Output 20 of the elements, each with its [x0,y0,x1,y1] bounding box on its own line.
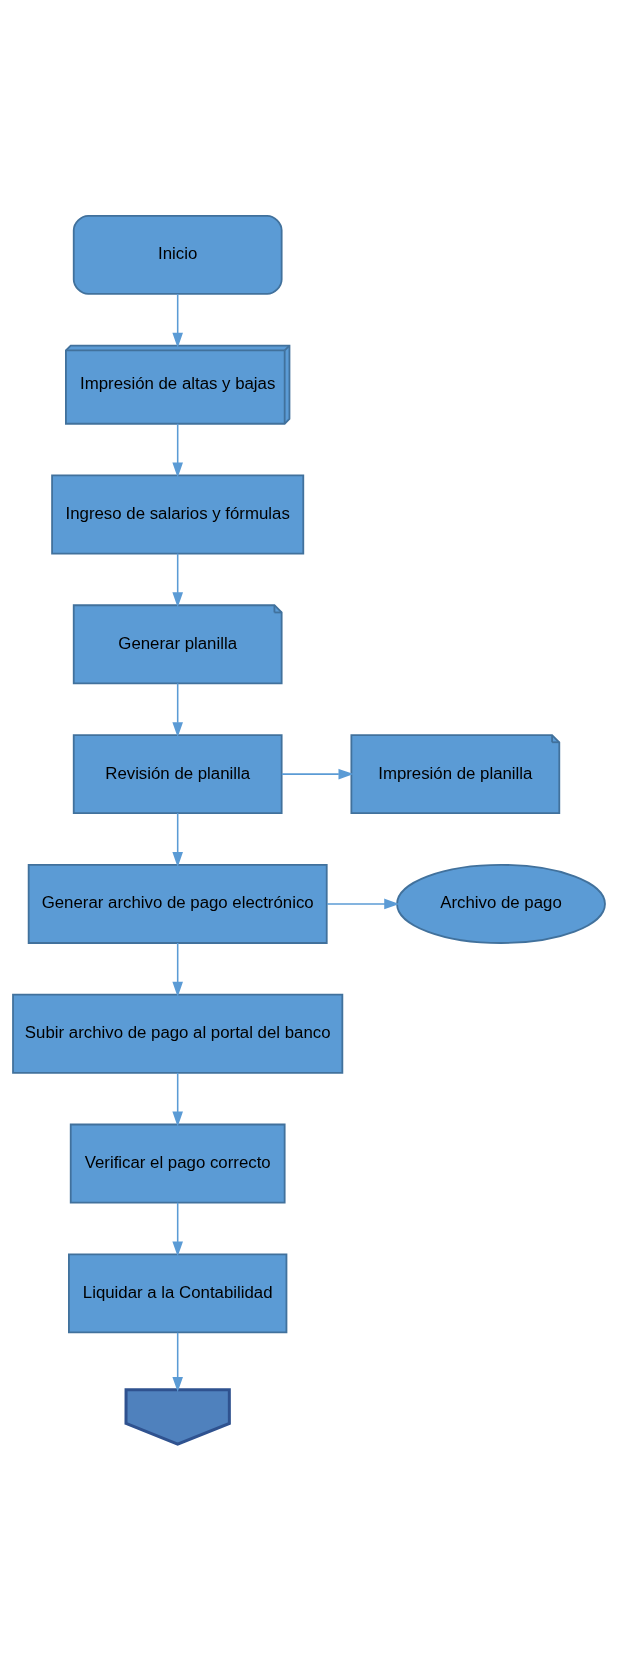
node-box: Inicio [72,214,283,295]
node-box: Liquidar a la Contabilidad [68,1252,288,1333]
node-box: Ingreso de salarios y fórmulas [51,474,305,554]
arrow [172,292,183,348]
node-box: Subir archivo de pago al portal del banco [12,993,344,1074]
arrow [172,422,183,478]
node-ellipse: Archivo de pago [396,863,606,944]
arrow [172,811,183,867]
node-pentagon [124,1387,231,1446]
arrow [172,941,183,997]
arrow [326,898,400,909]
node-box: Generar archivo de pago electrónico [27,863,328,944]
node-box: Revisión de planilla [72,733,283,814]
arrow [172,682,183,737]
arrow [172,1201,183,1257]
arrow [172,552,183,607]
node-box: Verificar el pago correcto [69,1123,286,1203]
arrow [172,1071,183,1127]
arrow [172,1331,183,1392]
arrow [281,768,354,779]
